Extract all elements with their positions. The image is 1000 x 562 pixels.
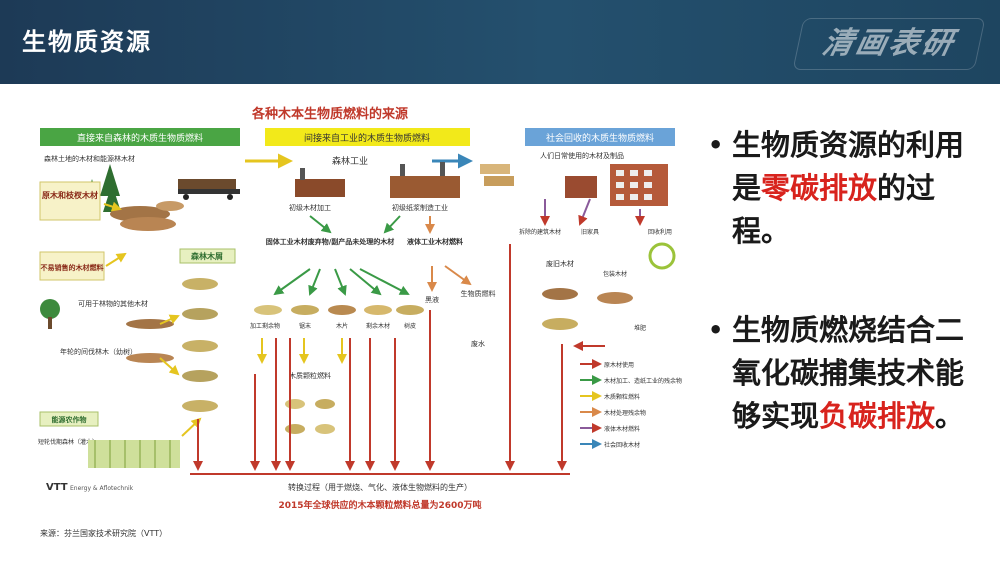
arrow-primary-down bbox=[309, 215, 332, 234]
forest-industry-label: 森林工业 bbox=[332, 155, 368, 167]
sawdust-label: 锯末 bbox=[299, 322, 311, 330]
bullet-text-1: 生物质资源的利用是零碳排放的过程。 bbox=[732, 128, 965, 248]
arrow-r2 bbox=[578, 198, 591, 226]
arrow-secondary-down bbox=[383, 215, 401, 234]
legend-item-1: 原木材使用 bbox=[604, 361, 634, 369]
column-header-recycled: 社会回收的木质生物质燃料 bbox=[546, 132, 654, 144]
waste-water-label: 废水 bbox=[471, 339, 485, 348]
bark-label: 树皮 bbox=[404, 322, 416, 330]
residue-label: 加工剩余物 bbox=[250, 322, 280, 330]
source-logo-sub: Energy & Aflotechnik bbox=[70, 485, 134, 492]
social-label: 人们日常使用的木材及制品 bbox=[540, 151, 624, 160]
column-header-industry-bg bbox=[265, 128, 470, 146]
thinning-label: 年轮的间伐林木（幼树） bbox=[60, 347, 137, 356]
log-pile-icon bbox=[110, 201, 184, 231]
noselling-label: 不易销售的木材燃料 bbox=[41, 263, 104, 272]
column-header-forest: 直接来自森林的木质生物质燃料 bbox=[77, 132, 203, 144]
log-truck-icon bbox=[178, 179, 240, 200]
slide-body: 各种木本生物质燃料的来源 直接来自森林的木质生物质燃料 间接来自工业的木质生物质… bbox=[0, 84, 1000, 562]
bio-label: 生物质燃料 bbox=[461, 289, 496, 298]
bullet-item-1: • 生物质资源的利用是零碳排放的过程。 bbox=[708, 124, 988, 253]
bullet-dot-icon: • bbox=[708, 131, 724, 159]
arrow-solid-5 bbox=[359, 268, 410, 295]
column-header-forest-bg bbox=[40, 128, 240, 146]
arrow-solid-1 bbox=[273, 268, 311, 296]
bullet-list: • 生物质资源的利用是零碳排放的过程。 • 生物质燃烧结合二氧化碳捕集技术能够实… bbox=[708, 124, 988, 438]
header-bar: 生物质资源 清画表研 bbox=[0, 0, 1000, 84]
bullet-item-2: • 生物质燃烧结合二氧化碳捕集技术能够实现负碳排放。 bbox=[708, 309, 988, 438]
arrow-left-4 bbox=[159, 357, 180, 376]
legend-item-5: 液体木材燃料 bbox=[604, 425, 640, 433]
arrow-left-3 bbox=[159, 314, 180, 325]
pellets-label: 木质颗粒燃料 bbox=[289, 371, 331, 380]
wood-chips-label: 木片 bbox=[336, 322, 348, 330]
bottom-caption: 2015年全球供应的木本颗粒燃料总量为2600万吨 bbox=[278, 499, 481, 511]
arrow-left-2 bbox=[105, 252, 127, 267]
left-row1-label: 森林土地的木材和能源林木材 bbox=[44, 154, 135, 163]
factory-icon bbox=[295, 162, 460, 198]
brand-logo: 清画表研 bbox=[792, 18, 986, 70]
tree-small-icon bbox=[40, 299, 60, 329]
cutoffs-label: 剩余木材 bbox=[366, 322, 390, 330]
column-header-recycled-bg bbox=[525, 128, 675, 146]
furniture-label: 旧家具 bbox=[581, 228, 599, 236]
solid-label: 固体工业木材废弃物/副产品未处理的木材 bbox=[266, 237, 395, 246]
recycle-icon bbox=[648, 242, 676, 270]
legend: 原木材使用 木材加工、造纸工业的残余物 木质颗粒燃料 木材处理残余物 液体木材燃… bbox=[580, 359, 682, 449]
forest-residue-label: 森林木屑 bbox=[191, 251, 223, 261]
demolition-label: 拆除的建筑木材 bbox=[519, 228, 561, 236]
arrow-solid-4 bbox=[349, 268, 382, 296]
byproduct-piles bbox=[254, 305, 424, 315]
arrow-liquid-2 bbox=[444, 265, 472, 286]
legend-item-2: 木材加工、造纸工业的残余物 bbox=[604, 377, 682, 385]
energy-crops-label: 能源农作物 bbox=[52, 415, 87, 424]
packaging-label: 包装木材 bbox=[603, 270, 627, 278]
building-icon bbox=[565, 164, 668, 206]
energy-crops-box bbox=[39, 411, 99, 427]
biomass-sources-diagram: 各种木本生物质燃料的来源 直接来自森林的木质生物质燃料 间接来自工业的木质生物质… bbox=[38, 106, 682, 538]
woodchip-pile-icons bbox=[126, 278, 218, 412]
legend-item-6: 社会回收木材 bbox=[604, 441, 640, 449]
legend-item-4: 木材处理残余物 bbox=[604, 409, 646, 417]
primary-label: 初级木材加工 bbox=[289, 203, 331, 212]
compost-label: 堆肥 bbox=[634, 324, 646, 332]
short-rotation-label: 短轮伐期森林（灌木） bbox=[38, 438, 98, 446]
noselling-box bbox=[39, 251, 105, 281]
conversion-label: 转换过程（用于燃烧、气化、液体生物燃料的生产） bbox=[288, 482, 472, 492]
legend-item-3: 木质颗粒燃料 bbox=[604, 393, 640, 401]
pellet-icons bbox=[285, 399, 335, 434]
diagram-title: 各种木本生物质燃料的来源 bbox=[251, 106, 408, 122]
source-text: 来源：芬兰国家技术研究院（VTT） bbox=[40, 528, 167, 538]
scrap-wood-icons bbox=[542, 288, 633, 330]
arrow-solid-2 bbox=[308, 268, 321, 296]
source-logo: VTT bbox=[46, 482, 68, 493]
bullet-dot-icon: • bbox=[708, 316, 724, 344]
secondary-label: 初级纸浆制造工业 bbox=[392, 203, 448, 212]
yuanmu-label: 原木和枝杈木材 bbox=[42, 190, 98, 200]
used-wood-label: 废旧木材 bbox=[546, 259, 574, 268]
arrow-solid-3 bbox=[334, 268, 347, 296]
bullet-text-2: 生物质燃烧结合二氧化碳捕集技术能够实现负碳排放。 bbox=[732, 313, 965, 433]
recycle-label: 回收利用 bbox=[648, 228, 672, 236]
lumber-icon bbox=[480, 164, 514, 186]
forest-residue-box bbox=[179, 248, 236, 264]
column-header-industry: 间接来自工业的木质生物质燃料 bbox=[304, 132, 430, 144]
yuanmu-box bbox=[39, 181, 101, 221]
arrow-left-1 bbox=[103, 201, 122, 212]
black-liquor-label: 黑液 bbox=[425, 295, 439, 304]
liquid-label: 液体工业木材燃料 bbox=[407, 237, 463, 246]
crop-field-icon bbox=[88, 440, 180, 468]
available-forest-label: 可用于林物的其他木材 bbox=[78, 299, 148, 308]
slide-title: 生物质资源 bbox=[22, 28, 152, 56]
